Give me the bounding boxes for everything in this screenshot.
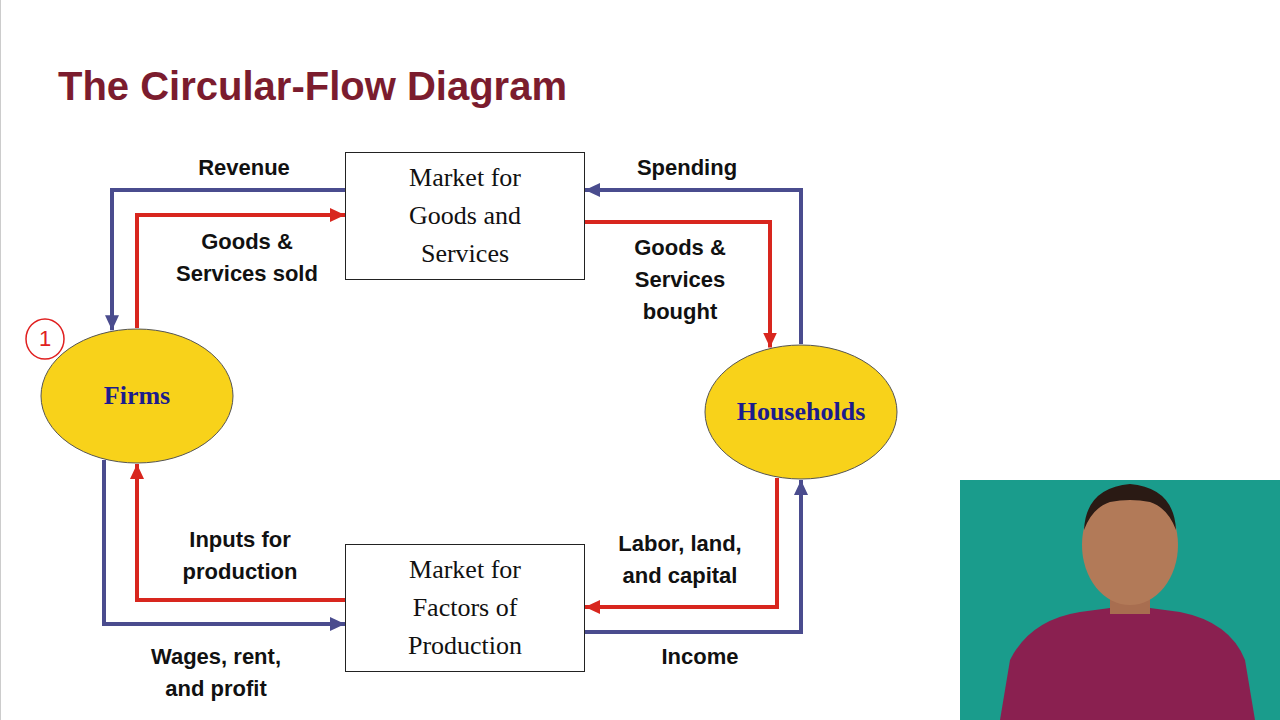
flow-arrow — [585, 222, 770, 348]
video-background — [960, 480, 1280, 720]
flow-label-block: Goods & Services sold — [157, 226, 337, 290]
flow-label: Goods & Services bought — [605, 232, 755, 328]
flow-arrow — [104, 460, 345, 624]
flow-label: Spending — [607, 152, 767, 184]
flow-label: Labor, land, and capital — [600, 528, 760, 592]
node-label: Households — [737, 397, 866, 427]
callout-number: 1 — [30, 326, 60, 352]
flow-label-block: Income — [640, 641, 760, 673]
presenter-head — [1082, 485, 1178, 605]
flow-label-block: Goods & Services bought — [605, 232, 755, 328]
flow-arrow — [585, 478, 777, 607]
frame-edge — [0, 0, 1, 720]
presenter-shirt — [1000, 608, 1255, 720]
flow-arrow — [112, 190, 345, 330]
presenter-hair — [1084, 484, 1176, 530]
flow-label-block: Inputs for production — [165, 524, 315, 588]
flow-label-block: Wages, rent, and profit — [136, 641, 296, 705]
node-label: Market for Factors of Production — [385, 551, 545, 664]
sector-ellipse: Households — [704, 344, 898, 480]
flow-label-block: Spending — [607, 152, 767, 184]
callout-circle — [26, 319, 64, 359]
flow-arrow — [585, 480, 801, 632]
flow-label-block: Revenue — [164, 152, 324, 184]
flow-arrow — [137, 464, 345, 600]
ellipse-fill — [41, 329, 233, 463]
market-box: Market for Goods and Services — [345, 152, 585, 280]
callout-block: 1 — [30, 326, 60, 352]
node-label: Firms — [104, 381, 170, 411]
flow-label: Inputs for production — [165, 524, 315, 588]
diagram-title: The Circular-Flow Diagram — [58, 64, 567, 109]
flow-label: Income — [640, 641, 760, 673]
node-label: Market for Goods and Services — [385, 159, 545, 272]
market-box: Market for Factors of Production — [345, 544, 585, 672]
flow-label: Goods & Services sold — [157, 226, 337, 290]
flow-label-block: Labor, land, and capital — [600, 528, 760, 592]
sector-ellipse: Firms — [40, 328, 234, 464]
flow-arrow — [137, 215, 345, 328]
flow-label: Revenue — [164, 152, 324, 184]
flow-label: Wages, rent, and profit — [136, 641, 296, 705]
ellipse-fill — [705, 345, 897, 479]
title-block: The Circular-Flow Diagram — [58, 64, 567, 109]
presenter-video — [960, 480, 1280, 720]
